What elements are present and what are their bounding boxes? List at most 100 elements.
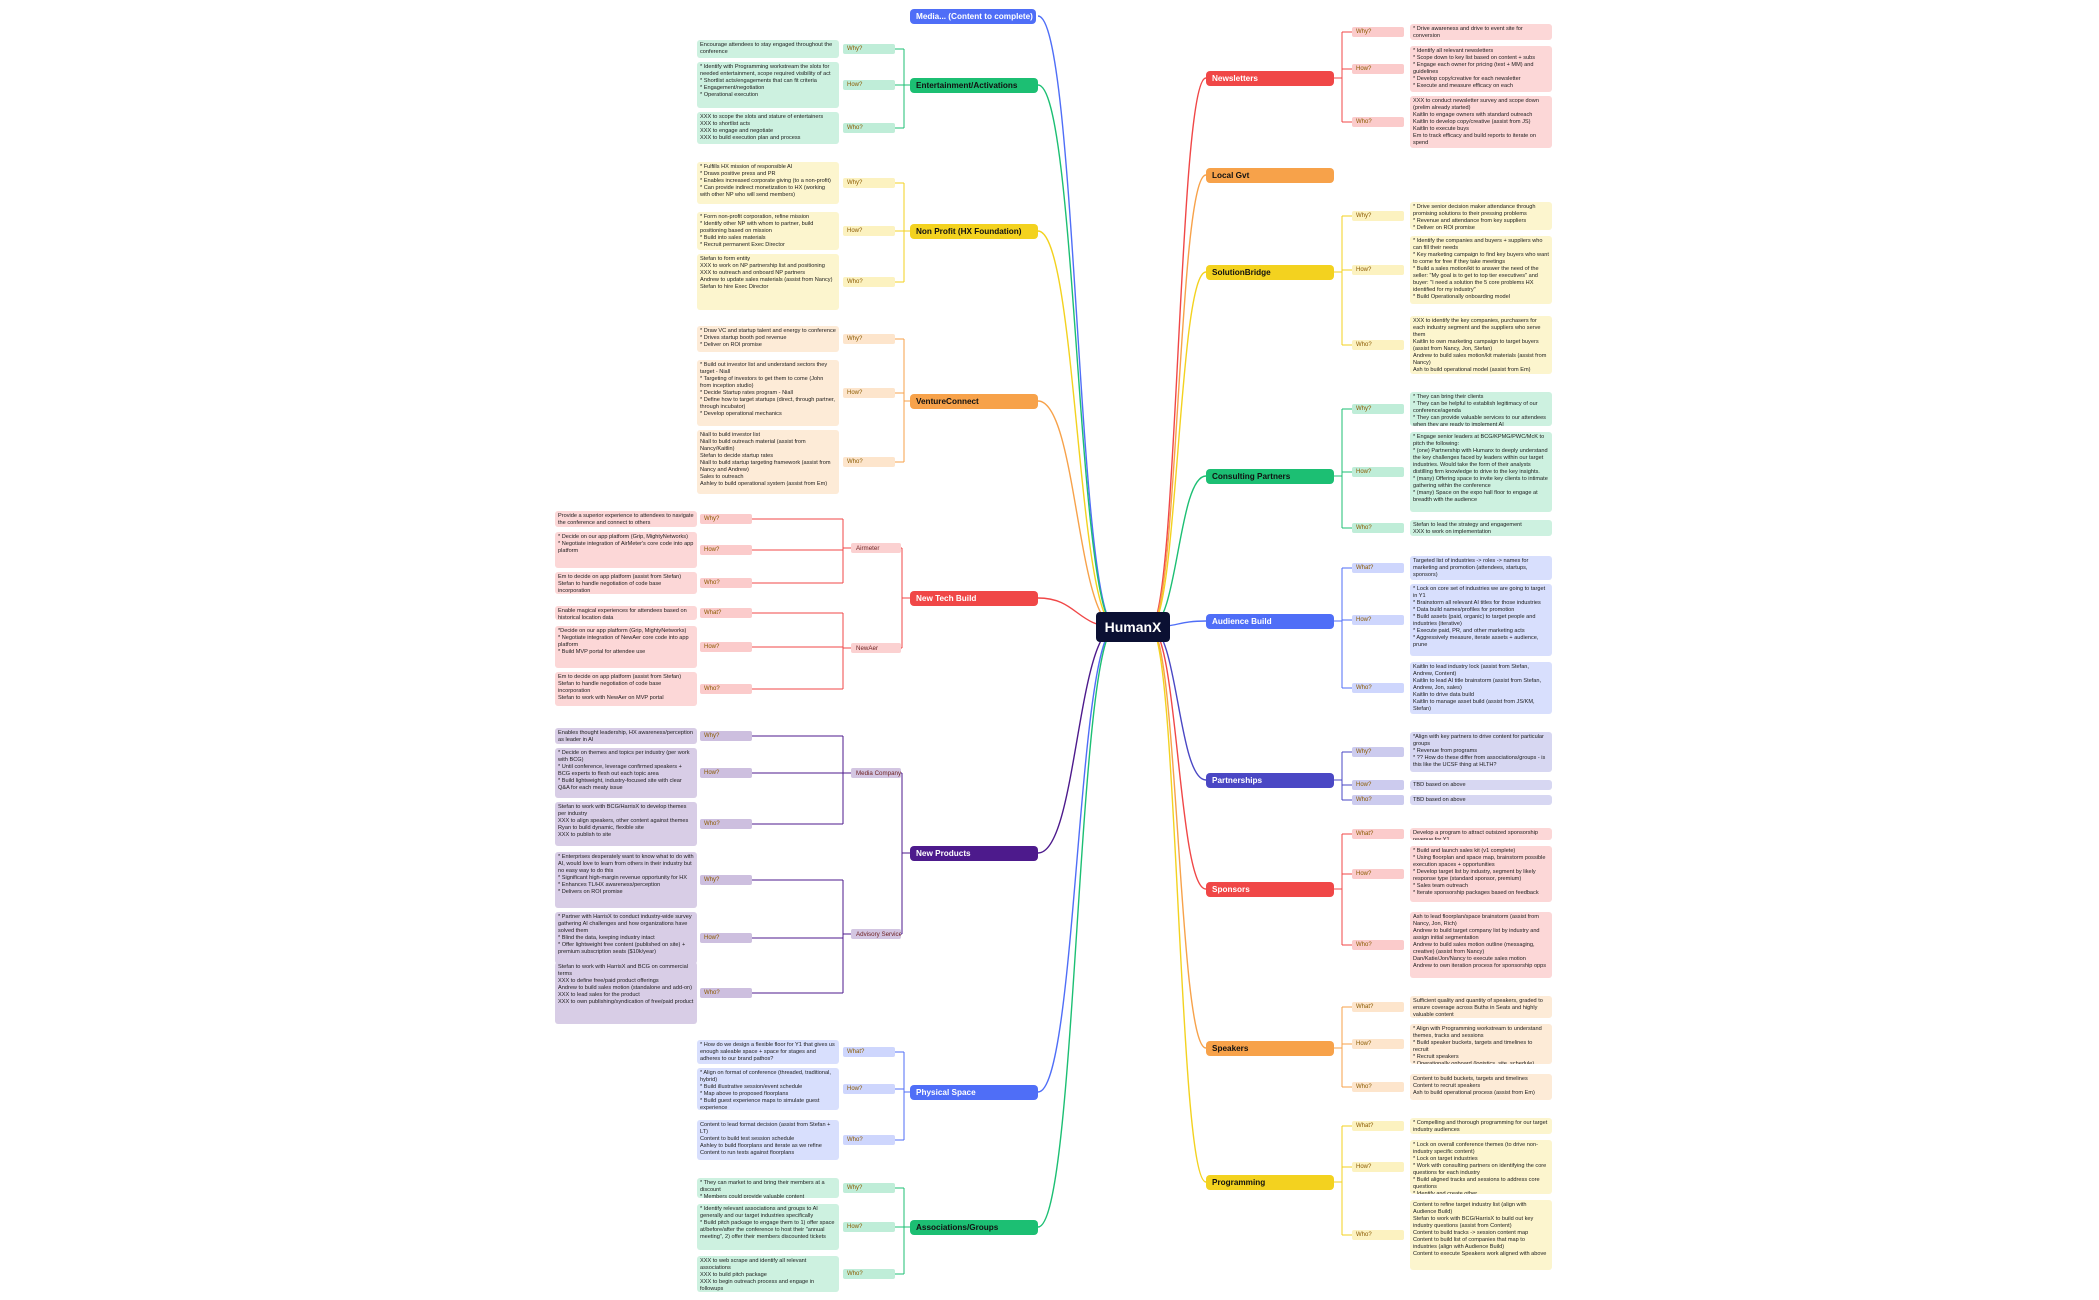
bracket-ntb-subs (901, 547, 903, 649)
branch-ntb-sub-1-q-0[interactable]: What? (700, 608, 752, 618)
branch-ntb-sub-0-q-2[interactable]: Who? (700, 578, 752, 588)
branch-ntb-sub-0-q-0[interactable]: Why? (700, 514, 752, 524)
branch-ntb-sub-1-note-1: *Decide on our app platform (Grip, Might… (555, 626, 697, 668)
branch-spk-q-2[interactable]: Who? (1352, 1082, 1404, 1092)
branch-vc[interactable]: VentureConnect (910, 393, 1038, 409)
branch-pt-q-1[interactable]: How? (1352, 780, 1404, 790)
branch-pt-note-1: TBD based on above (1410, 780, 1552, 790)
branch-ag[interactable]: Associations/Groups (910, 1219, 1038, 1235)
link-root-ps (1037, 626, 1117, 1093)
branch-prog[interactable]: Programming (1206, 1174, 1334, 1190)
branch-ag-q-1[interactable]: How? (843, 1222, 895, 1232)
branch-ntb-sub-1-note-2: Em to decide on app platform (assist fro… (555, 672, 697, 706)
branch-np2-sub-1[interactable]: Advisory Service (851, 929, 901, 939)
root-node[interactable]: HumanX (1096, 612, 1170, 642)
branch-np2-sub-0-q-1[interactable]: How? (700, 768, 752, 778)
link-root-news (1149, 77, 1207, 628)
branch-np2-sub-1-q-1[interactable]: How? (700, 933, 752, 943)
branch-np2[interactable]: New Products (910, 845, 1038, 861)
branch-np2-sub-1-q-2[interactable]: Who? (700, 988, 752, 998)
branch-sp-q-0[interactable]: What? (1352, 829, 1404, 839)
branch-ntb-sub-0-q-1[interactable]: How? (700, 545, 752, 555)
branch-ntb-sub-1-q-2[interactable]: Who? (700, 684, 752, 694)
branch-ntb-sub-0[interactable]: Airmeter (851, 543, 901, 553)
bracket-np2-1 (752, 879, 844, 994)
branch-prog-q-0[interactable]: What? (1352, 1121, 1404, 1131)
branch-sb-note-0: * Drive senior decision maker attendance… (1410, 202, 1552, 230)
branch-cp[interactable]: Consulting Partners (1206, 468, 1334, 484)
branch-ntb[interactable]: New Tech Build (910, 590, 1038, 606)
link-root-np2 (1037, 626, 1117, 854)
branch-sp-q-1[interactable]: How? (1352, 869, 1404, 879)
branch-np2-sub-0[interactable]: Media Company (851, 768, 901, 778)
bracket-ntb-0 (752, 518, 844, 584)
link-root-sp (1149, 626, 1207, 890)
bracket-ent (895, 48, 905, 129)
branch-np-q-1[interactable]: How? (843, 226, 895, 236)
branch-prog-q-1[interactable]: How? (1352, 1162, 1404, 1172)
branch-ab-q-1[interactable]: How? (1352, 615, 1404, 625)
branch-cp-q-1[interactable]: How? (1352, 467, 1404, 477)
branch-ntb-sub-1-q-1[interactable]: How? (700, 642, 752, 652)
branch-ent-q-0[interactable]: Why? (843, 44, 895, 54)
branch-spk-q-1[interactable]: How? (1352, 1039, 1404, 1049)
branch-np2-sub-1-q-0[interactable]: Why? (700, 875, 752, 885)
branch-ps[interactable]: Physical Space (910, 1084, 1038, 1100)
branch-sb-q-2[interactable]: Who? (1352, 340, 1404, 350)
branch-cp-q-2[interactable]: Who? (1352, 523, 1404, 533)
branch-sp-note-1: * Build and launch sales kit (v1 complet… (1410, 846, 1552, 902)
branch-media[interactable]: Media... (Content to complete) (910, 8, 1036, 24)
branch-ent-q-2[interactable]: Who? (843, 123, 895, 133)
branch-np-q-2[interactable]: Who? (843, 277, 895, 287)
branch-ent-q-1[interactable]: How? (843, 80, 895, 90)
link-root-lg (1149, 174, 1207, 628)
branch-np[interactable]: Non Profit (HX Foundation) (910, 223, 1038, 239)
branch-sb-note-2: XXX to identify the key companies, purch… (1410, 316, 1552, 374)
branch-pt-q-2[interactable]: Who? (1352, 795, 1404, 805)
branch-spk-q-0[interactable]: What? (1352, 1002, 1404, 1012)
branch-sb[interactable]: SolutionBridge (1206, 264, 1334, 280)
branch-sp-q-2[interactable]: Who? (1352, 940, 1404, 950)
branch-ab-q-0[interactable]: What? (1352, 563, 1404, 573)
branch-news-q-0[interactable]: Why? (1352, 27, 1404, 37)
branch-np2-sub-0-q-2[interactable]: Who? (700, 819, 752, 829)
branch-ab-q-2[interactable]: Who? (1352, 683, 1404, 693)
branch-news-q-1[interactable]: How? (1352, 64, 1404, 74)
branch-np2-sub-1-note-0: * Enterprises desperately want to know w… (555, 852, 697, 908)
bracket-sp (1341, 833, 1352, 946)
bracket-vc (895, 338, 905, 463)
bracket-cp (1341, 408, 1352, 529)
branch-pt-q-0[interactable]: Why? (1352, 747, 1404, 757)
branch-ag-note-1: * Identify relevant associations and gro… (697, 1204, 839, 1250)
branch-ps-q-2[interactable]: Who? (843, 1135, 895, 1145)
branch-ps-q-1[interactable]: How? (843, 1084, 895, 1094)
branch-np-q-0[interactable]: Why? (843, 178, 895, 188)
branch-ag-q-2[interactable]: Who? (843, 1269, 895, 1279)
branch-sp[interactable]: Sponsors (1206, 881, 1334, 897)
branch-vc-q-2[interactable]: Who? (843, 457, 895, 467)
branch-ntb-sub-1[interactable]: NewAer (851, 643, 901, 653)
branch-np2-sub-0-note-0: Enables thought leadership, HX awareness… (555, 728, 697, 744)
branch-prog-q-2[interactable]: Who? (1352, 1230, 1404, 1240)
branch-spk[interactable]: Speakers (1206, 1040, 1334, 1056)
branch-prog-note-0: * Compelling and thorough programming fo… (1410, 1118, 1552, 1134)
branch-cp-note-1: * Engage senior leaders at BCG/KPMG/PWC/… (1410, 432, 1552, 512)
branch-ps-q-0[interactable]: What? (843, 1047, 895, 1057)
branch-sb-q-0[interactable]: Why? (1352, 211, 1404, 221)
branch-sb-q-1[interactable]: How? (1352, 265, 1404, 275)
branch-vc-q-0[interactable]: Why? (843, 334, 895, 344)
branch-lg[interactable]: Local Gvt (1206, 167, 1334, 183)
branch-ab[interactable]: Audience Build (1206, 613, 1334, 629)
bracket-np (895, 182, 905, 283)
branch-ent[interactable]: Entertainment/Activations (910, 77, 1038, 93)
branch-ag-q-0[interactable]: Why? (843, 1183, 895, 1193)
branch-ps-note-2: Content to lead format decision (assist … (697, 1120, 839, 1160)
branch-sb-note-1: * Identify the companies and buyers + su… (1410, 236, 1552, 304)
branch-news[interactable]: Newsletters (1206, 70, 1334, 86)
branch-np2-sub-0-q-0[interactable]: Why? (700, 731, 752, 741)
branch-cp-q-0[interactable]: Why? (1352, 404, 1404, 414)
branch-news-q-2[interactable]: Who? (1352, 117, 1404, 127)
branch-pt[interactable]: Partnerships (1206, 772, 1334, 788)
branch-vc-q-1[interactable]: How? (843, 388, 895, 398)
